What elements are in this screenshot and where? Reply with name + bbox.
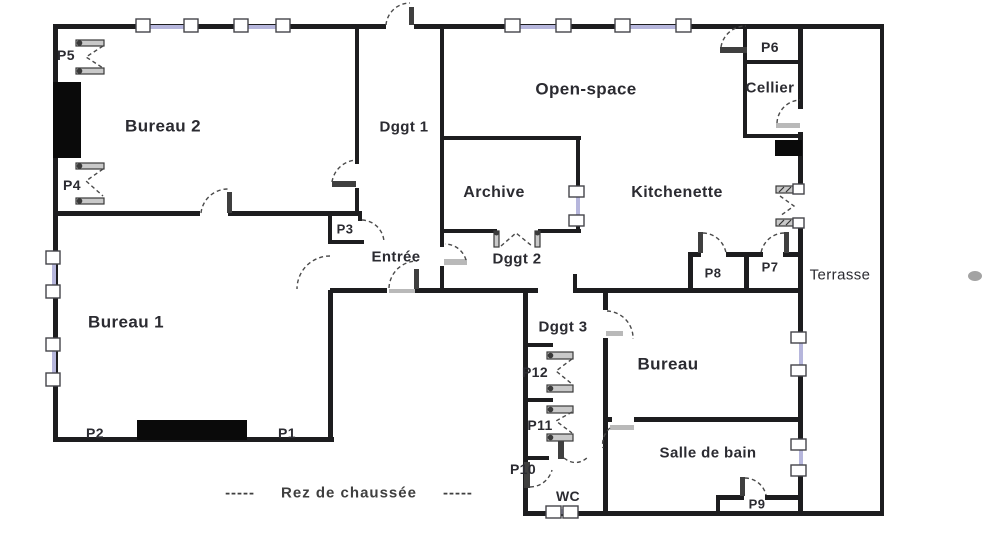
window-openspace-2 bbox=[614, 18, 692, 33]
door-archive-double bbox=[493, 230, 541, 248]
room-label-salle-de-bain: Salle de bain bbox=[659, 444, 757, 462]
door-p6 bbox=[720, 25, 747, 53]
door-tag-p5: P5 bbox=[57, 47, 75, 63]
door-p12 bbox=[546, 351, 574, 393]
door-cellier-terrasse bbox=[776, 99, 801, 128]
door-tag-p9: P9 bbox=[748, 496, 766, 512]
door-entree-main bbox=[388, 260, 419, 293]
room-label-terrasse: Terrasse bbox=[809, 266, 871, 284]
window-bureau-terrasse bbox=[790, 331, 807, 377]
door-tag-p6: P6 bbox=[761, 39, 779, 55]
door-tag-p3: P3 bbox=[336, 221, 354, 237]
door-p4 bbox=[75, 162, 105, 205]
door-p10 bbox=[524, 462, 553, 488]
door-dggt3-bureau bbox=[606, 310, 634, 340]
french-door-kitchenette bbox=[775, 183, 805, 229]
room-label-cellier: Cellier bbox=[745, 79, 795, 97]
door-p9 bbox=[740, 477, 767, 496]
room-label-wc: WC bbox=[555, 488, 581, 504]
door-tag-p11: P11 bbox=[527, 417, 553, 433]
door-bureau2-bureau1 bbox=[200, 188, 232, 214]
window-bureau2-2 bbox=[233, 18, 291, 33]
room-label-dggt3: Dggt 3 bbox=[538, 318, 588, 336]
door-entree-dggt2 bbox=[444, 243, 467, 265]
room-label-kitchenette: Kitchenette bbox=[631, 184, 723, 201]
door-tag-p8: P8 bbox=[704, 265, 722, 281]
window-openspace-1 bbox=[504, 18, 572, 33]
window-archive bbox=[568, 185, 585, 227]
caption-right-dashes: ----- bbox=[442, 484, 473, 502]
door-tag-p7: P7 bbox=[761, 259, 779, 275]
walls bbox=[53, 24, 884, 516]
door-tag-p1: P1 bbox=[278, 425, 296, 441]
room-label-archive: Archive bbox=[463, 184, 525, 201]
room-label-dggt2: Dggt 2 bbox=[492, 250, 542, 268]
gray-dot bbox=[968, 271, 982, 281]
door-tag-p4: P4 bbox=[63, 177, 81, 193]
floor-caption: ----- Rez de chaussée ----- bbox=[225, 485, 473, 502]
window-bureau1-left-2 bbox=[45, 337, 61, 387]
door-tag-p12: P12 bbox=[521, 364, 549, 380]
doors bbox=[75, 2, 801, 496]
door-p5 bbox=[75, 39, 105, 75]
room-label-bureau1: Bureau 1 bbox=[88, 312, 164, 332]
window-bureau2-1 bbox=[135, 18, 199, 33]
windows bbox=[45, 18, 807, 519]
window-sdb-terrasse bbox=[790, 438, 807, 477]
door-p8 bbox=[698, 232, 727, 254]
room-label-bureau2: Bureau 2 bbox=[125, 116, 201, 136]
room-label-entree: Entrée bbox=[371, 248, 421, 266]
caption-left-dashes: ----- bbox=[225, 484, 256, 502]
door-bureau2-dggt1 bbox=[331, 159, 357, 187]
chimney-block-left bbox=[53, 82, 81, 158]
door-salle-de-bain bbox=[601, 425, 634, 449]
caption-text: Rez de chaussée bbox=[281, 484, 417, 502]
door-p7 bbox=[760, 232, 789, 254]
room-label-bureau: Bureau bbox=[637, 354, 699, 374]
black-block-bureau1 bbox=[137, 420, 247, 440]
room-label-dggt1: Dggt 1 bbox=[379, 118, 429, 136]
door-p3 bbox=[361, 219, 385, 243]
window-wc bbox=[545, 505, 579, 519]
door-tag-p2: P2 bbox=[86, 425, 104, 441]
door-bureau1-entree bbox=[296, 255, 331, 290]
black-block-cellier bbox=[775, 140, 802, 156]
solid-blocks bbox=[53, 82, 802, 440]
door-wc bbox=[558, 441, 590, 464]
door-tag-p10: P10 bbox=[509, 461, 537, 477]
window-bureau1-left-1 bbox=[45, 250, 61, 299]
door-dggt1-exterior bbox=[385, 2, 414, 26]
room-label-open-space: Open-space bbox=[535, 79, 637, 99]
